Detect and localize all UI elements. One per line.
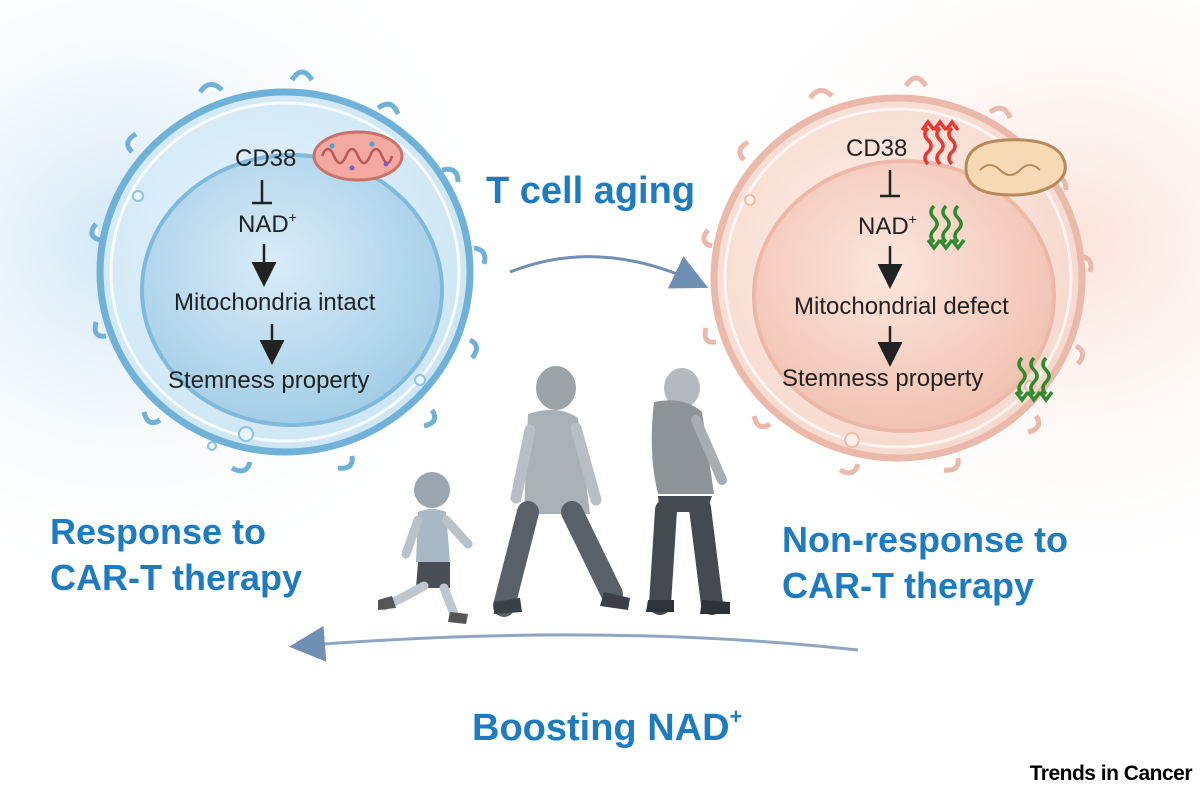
left-nad-label: NAD+ [238, 209, 297, 238]
left-t-cell [89, 69, 488, 474]
right-nad-label: NAD+ [858, 211, 917, 240]
boosting-nad-label: Boosting NAD+ [472, 704, 742, 749]
mitochondrion-healthy-icon [312, 130, 404, 182]
left-stemness-label: Stemness property [168, 367, 369, 394]
left-nucleus [140, 153, 444, 427]
response-label-line1: Response to [50, 511, 266, 552]
decrease-wavy-arrows-icon [926, 204, 966, 251]
increase-wavy-arrows-icon [920, 119, 960, 166]
child-figure [378, 472, 473, 624]
non-response-label-line2: CAR-T therapy [782, 565, 1034, 606]
left-cd38-label: CD38 [235, 145, 296, 172]
right-stemness-label: Stemness property [782, 365, 983, 392]
t-cell-aging-label: T cell aging [486, 170, 695, 212]
right-cd38-label: CD38 [846, 135, 907, 162]
non-response-label-line1: Non-response to [782, 519, 1068, 560]
elderly-figure [646, 368, 730, 615]
boosting-curved-arrow [289, 625, 859, 662]
stemness-decrease-arrows-icon [1014, 356, 1054, 403]
right-inhibition-symbol [880, 170, 900, 198]
right-nucleus [752, 159, 1056, 433]
left-mito-label: Mitochondria intact [174, 289, 376, 316]
left-inhibition-symbol [252, 180, 272, 205]
journal-label: Trends in Cancer [1029, 762, 1193, 785]
adult-figure [493, 366, 630, 617]
mitochondrion-aged-icon [964, 138, 1067, 197]
response-label-line2: CAR-T therapy [50, 557, 302, 598]
right-mito-label: Mitochondrial defect [794, 293, 1009, 320]
aging-curved-arrow [509, 255, 709, 289]
